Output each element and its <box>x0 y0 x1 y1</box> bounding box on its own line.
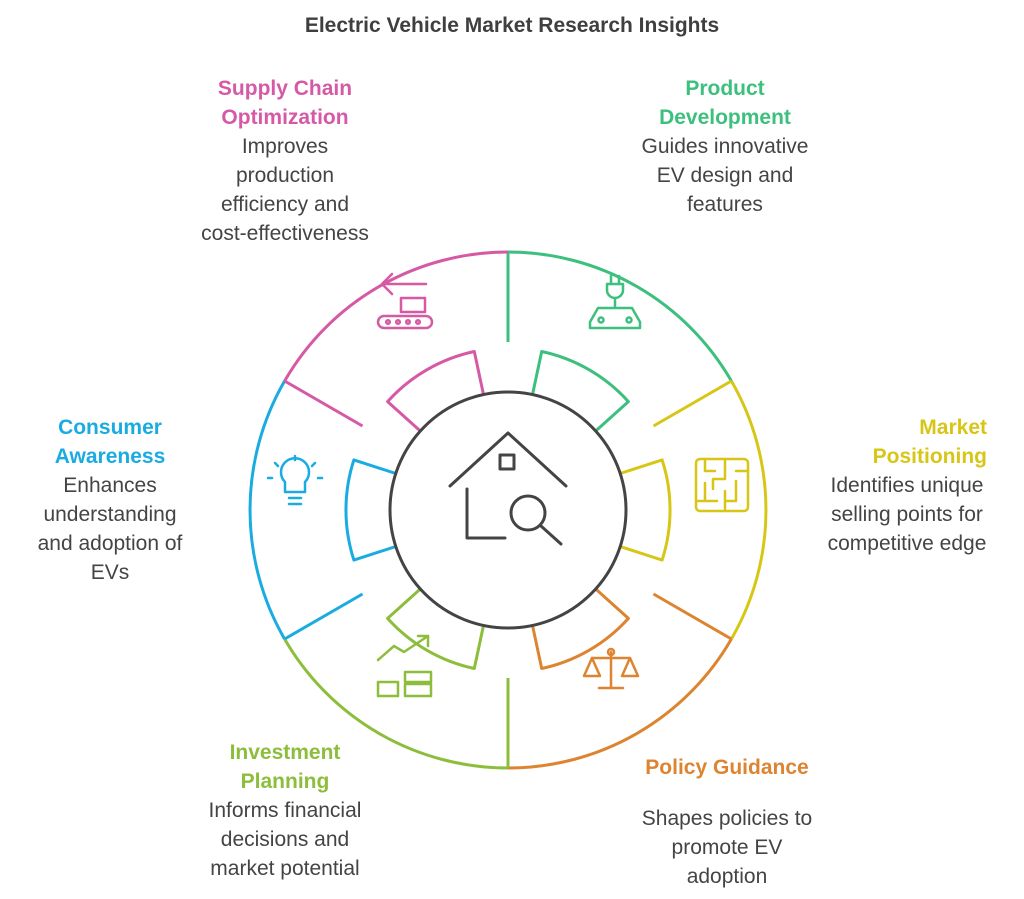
label-investment-planning: Investment Planning Informs financial de… <box>170 738 400 883</box>
segment-policy-rim <box>507 638 733 770</box>
heading-policy-guidance: Policy Guidance <box>645 756 809 779</box>
heading-investment-planning: Investment Planning <box>229 741 341 793</box>
segment-consumer-divider <box>283 592 364 641</box>
ev-plug-car-icon <box>588 274 642 330</box>
heading-consumer-awareness: Consumer Awareness <box>54 416 166 468</box>
segment-investment-tab <box>386 587 485 670</box>
label-policy-guidance: Policy Guidance Shapes policies to promo… <box>612 753 842 891</box>
segment-consumer-rim <box>248 380 286 640</box>
house-magnifier-icon <box>448 431 568 546</box>
scales-icon <box>582 647 640 690</box>
segment-product-rim <box>507 250 733 382</box>
description-supply-chain-optimization: Improves production efficiency and cost-… <box>201 135 369 245</box>
description-investment-planning: Informs financial decisions and market p… <box>208 799 362 880</box>
description-consumer-awareness: Enhances understanding and adoption of E… <box>37 474 183 584</box>
lightbulb-icon <box>266 454 324 506</box>
heading-supply-chain-optimization: Supply Chain Optimization <box>217 77 353 129</box>
segment-policy-tab <box>531 587 630 670</box>
description-market-positioning: Identifies unique selling points for com… <box>827 474 987 555</box>
segment-consumer-tab <box>344 458 397 562</box>
diagram-title: Electric Vehicle Market Research Insight… <box>304 14 720 37</box>
center-hub <box>388 390 628 630</box>
label-market-positioning: Market Positioning Identifies unique sel… <box>802 413 1012 558</box>
segment-investment-rim <box>283 638 509 770</box>
heading-market-positioning: Market Positioning <box>872 416 987 468</box>
label-supply-chain-optimization: Supply Chain Optimization Improves produ… <box>170 74 400 248</box>
segment-market-tab <box>619 458 672 562</box>
money-growth-icon <box>376 634 433 698</box>
segment-supply-divider <box>283 379 364 428</box>
maze-icon <box>694 457 750 513</box>
conveyor-icon <box>376 272 434 330</box>
description-policy-guidance: Shapes policies to promote EV adoption <box>641 807 813 888</box>
label-product-development: Product Development Guides innovative EV… <box>610 74 840 219</box>
segment-supply-tab <box>386 350 485 433</box>
heading-product-development: Product Development <box>659 77 791 129</box>
segment-market-rim <box>730 380 768 640</box>
description-product-development: Guides innovative EV design and features <box>641 135 809 216</box>
segment-market-divider <box>652 379 733 428</box>
segment-product-tab <box>531 350 630 433</box>
segment-policy-divider <box>652 592 733 641</box>
segment-supply-rim <box>283 250 509 382</box>
label-consumer-awareness: Consumer Awareness Enhances understandin… <box>10 413 210 587</box>
